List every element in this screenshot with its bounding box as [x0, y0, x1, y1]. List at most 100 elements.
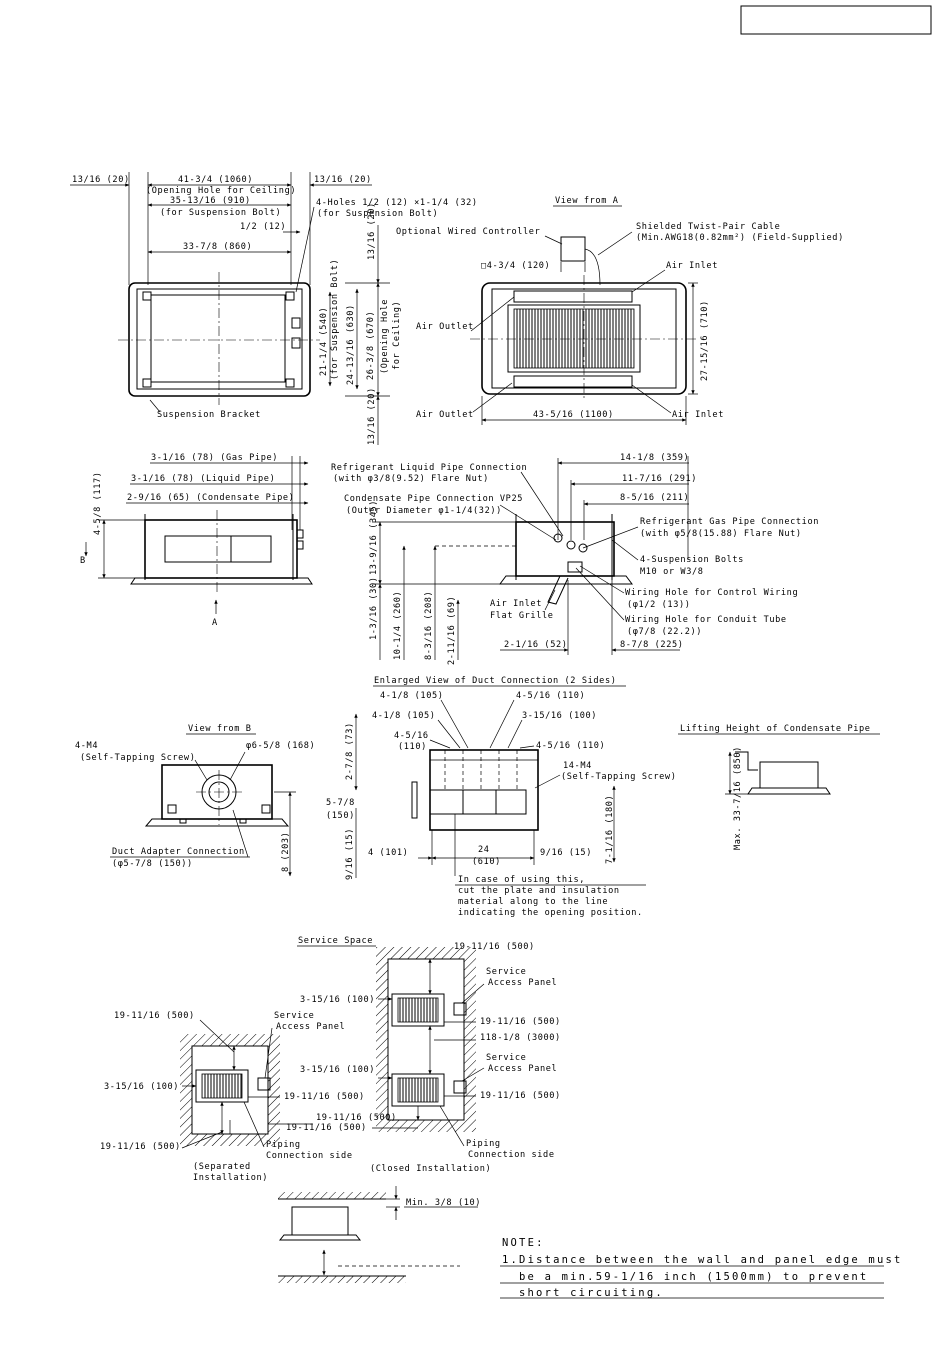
- service-title: Service Space: [298, 936, 373, 946]
- label-liquid-conn: Refrigerant Liquid Pipe Connection: [331, 463, 527, 473]
- note-line-2: be a min.59-1/16 inch (1500mm) to preven…: [519, 1271, 868, 1283]
- dim-top-right-20: 13/16 (20): [314, 175, 372, 185]
- sep-piping-a: Piping: [266, 1140, 301, 1150]
- dim-69: 2-11/16 (69): [447, 596, 457, 665]
- front-view: 3-1/16 (78) (Gas Pipe) 3-1/16 (78) (Liqu…: [80, 453, 313, 628]
- separated-access-panel: [257, 1077, 271, 1091]
- side-view: Refrigerant Liquid Pipe Connection (with…: [331, 453, 819, 665]
- lifting-unit: [759, 761, 819, 789]
- closed-piping-a: Piping: [466, 1139, 501, 1149]
- dim-duct-110b-mm: (110): [398, 742, 427, 752]
- dim-sep-right2: 19-11/16 (500): [316, 1113, 397, 1123]
- duct-note-3: material along to the line: [458, 897, 608, 907]
- label-closed-installation: (Closed Installation): [370, 1164, 491, 1174]
- label-optional-controller: Optional Wired Controller: [396, 227, 540, 237]
- dim-sep-left: 3-15/16 (100): [104, 1082, 179, 1092]
- dim-min-10: Min. 3/8 (10): [406, 1198, 481, 1208]
- sep-panel-a: Service: [274, 1011, 314, 1021]
- dim-duct-610: 24: [478, 845, 490, 855]
- label-conduit: Wiring Hole for Conduit Tube: [625, 615, 787, 625]
- label-b: B: [80, 556, 86, 566]
- dim-duct-150-mm: (150): [326, 811, 355, 821]
- label-flat-grille: Flat Grille: [490, 611, 554, 621]
- dim-260: 10-1/4 (260): [393, 591, 403, 660]
- sep-piping-b: Connection side: [266, 1151, 353, 1161]
- closed-piping-b: Connection side: [468, 1150, 555, 1160]
- dim-211: 8-5/16 (211): [620, 493, 689, 503]
- label-suspension-bracket: Suspension Bracket: [157, 410, 261, 420]
- view-from-a: View from A Optional Wired Controller Sh…: [396, 196, 843, 425]
- label-separated-1: (Separated: [193, 1162, 251, 1172]
- closed-panel2-b: Access Panel: [488, 1064, 557, 1074]
- dim-holes-note: (for Suspension Bolt): [317, 209, 438, 219]
- label-cond-conn: Condensate Pipe Connection VP25: [344, 494, 523, 504]
- dim-closed-3000: 118-1/8 (3000): [480, 1033, 561, 1043]
- dim-square-120: □4-3/4 (120): [481, 261, 550, 271]
- closed-panel1-a: Service: [486, 967, 526, 977]
- dim-duct-101: 4 (101): [368, 848, 408, 858]
- label-duct-adapter-spec: (φ5-7/8 (150)): [112, 859, 193, 869]
- duct-note-4: indicating the opening position.: [458, 908, 643, 918]
- label-gas-conn: Refrigerant Gas Pipe Connection: [640, 517, 819, 527]
- label-air-inlet-side: Air Inlet: [490, 599, 542, 609]
- panel-outline: [128, 282, 311, 397]
- min-clearance: Min. 3/8 (10): [278, 1186, 481, 1283]
- label-ctrl-wiring: Wiring Hole for Control Wiring: [625, 588, 798, 598]
- dim-closed-right1: 19-11/16 (500): [480, 1017, 561, 1027]
- dim-closed-left2: 3-15/16 (100): [300, 1065, 375, 1075]
- dim-duct-150: 5-7/8: [326, 798, 355, 808]
- view-a-title: View from A: [555, 196, 619, 206]
- dim-v-630: 24-13/16 (630): [346, 304, 356, 385]
- label-air-inlet-bot: Air Inlet: [672, 410, 724, 420]
- label-4-m4-note: (Self-Tapping Screw): [80, 753, 195, 763]
- dim-117: 4-5/8 (117): [93, 471, 103, 535]
- dim-duct-100: 3-15/16 (100): [522, 711, 597, 721]
- clearance-unit: [291, 1206, 349, 1236]
- note-title: NOTE:: [502, 1237, 545, 1249]
- closed-panel2-a: Service: [486, 1053, 526, 1063]
- label-4-m4: 4-M4: [75, 741, 98, 751]
- label-a: A: [212, 618, 218, 628]
- dim-duct-105b: 4-1/8 (105): [372, 711, 436, 721]
- closed-panel1-b: Access Panel: [488, 978, 557, 988]
- label-air-inlet-top: Air Inlet: [666, 261, 718, 271]
- dim-v-670-note1: (Opening Hole: [380, 299, 390, 374]
- label-conduit-spec: (φ7/8 (22.2)): [627, 627, 702, 637]
- dim-30: 1-3/16 (30): [369, 576, 379, 640]
- duct-note-1: In case of using this,: [458, 875, 585, 885]
- dim-345-a: 13-9/16 (345): [369, 500, 379, 575]
- dim-duct-180: 7-1/16 (180): [605, 795, 615, 864]
- closed-unit-1: [391, 993, 445, 1027]
- dim-v-670: 26-3/8 (670): [366, 311, 376, 380]
- label-liquid-conn-spec: (with φ3/8(9.52) Flare Nut): [333, 474, 489, 484]
- dim-duct-110b: 4-5/16: [394, 731, 429, 741]
- label-ctrl-wiring-spec: (φ1/2 (13)): [627, 600, 691, 610]
- dim-closed-left1: 3-15/16 (100): [300, 995, 375, 1005]
- dim-duct-15b: 9/16 (15): [540, 848, 592, 858]
- note-block: NOTE: 1.Distance between the wall and pa…: [500, 1237, 903, 1299]
- duct-note-2: cut the plate and insulation: [458, 886, 620, 896]
- lifting-height: Lifting Height of Condensate Pipe Max. 3…: [678, 724, 880, 850]
- dim-203: 8 (203): [281, 832, 291, 872]
- dim-duct-105a: 4-1/8 (105): [380, 691, 444, 701]
- dim-closed-right2: 19-11/16 (500): [480, 1091, 561, 1101]
- closed-access-panel-1: [453, 1002, 467, 1016]
- dim-duct-110c: 4-5/16 (110): [536, 741, 605, 751]
- dim-v-540: 21-1/4 (540): [319, 307, 329, 376]
- dim-1100: 43-5/16 (1100): [533, 410, 614, 420]
- air-grille: [513, 308, 635, 369]
- note-line-1: 1.Distance between the wall and panel ed…: [502, 1254, 903, 1266]
- dim-v-540-note: (for Suspension Bolt): [330, 259, 340, 380]
- dim-top-left-20: 13/16 (20): [72, 175, 130, 185]
- dim-duct-610-mm: (610): [472, 857, 501, 867]
- dim-closed-top: 19-11/16 (500): [454, 942, 535, 952]
- view-b-title: View from B: [188, 724, 252, 734]
- dim-half-12: 1/2 (12): [240, 222, 286, 232]
- dim-opening-1060: 41-3/4 (1060): [178, 175, 253, 185]
- wired-controller-box: [560, 236, 586, 262]
- side-unit-body: [515, 521, 615, 577]
- dim-bolt-910-note: (for Suspension Bolt): [160, 208, 281, 218]
- note-line-3: short circuiting.: [519, 1287, 664, 1299]
- sep-panel-b: Access Panel: [276, 1022, 345, 1032]
- dim-sep-right: 19-11/16 (500): [284, 1092, 365, 1102]
